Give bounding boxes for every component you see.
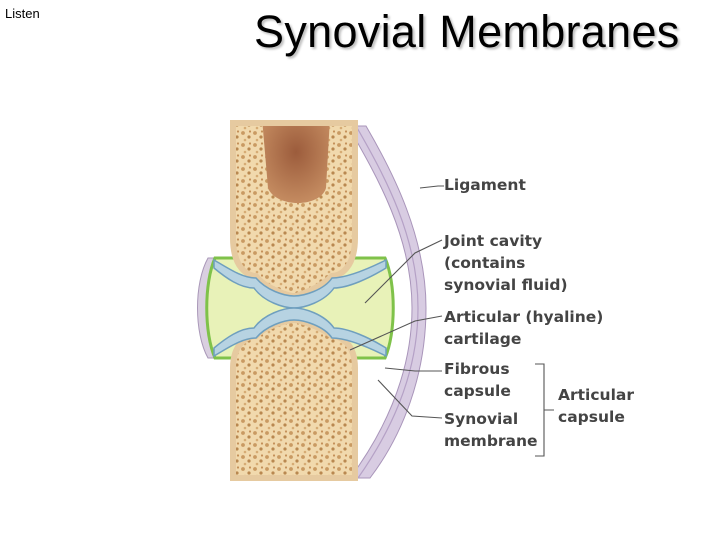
marrow-cavity [262, 123, 330, 203]
ligament [347, 125, 427, 479]
leader-synovial-membrane [377, 379, 443, 419]
label-ligament: Ligament [444, 176, 526, 194]
listen-button[interactable]: Listen [5, 6, 40, 21]
label-synovial-membrane: Synovial membrane [444, 410, 538, 450]
label-fibrous-capsule: Fibrous capsule [444, 360, 511, 400]
articular-capsule-bracket [535, 363, 554, 457]
articular-cartilage-bottom [213, 307, 387, 358]
label-articular-cartilage: Articular (hyaline) cartilage [444, 308, 604, 348]
leader-cartilage [349, 315, 443, 351]
page-title: Synovial Membranes [254, 6, 680, 57]
leader-fibrous-capsule [384, 367, 442, 372]
synovial-joint-diagram: Ligament Joint cavity (contains synovial… [180, 118, 660, 483]
leader-joint-cavity [364, 239, 443, 304]
leader-ligament [419, 185, 444, 189]
label-articular-capsule: Articular capsule [558, 386, 635, 426]
articular-cartilage-top [213, 258, 387, 309]
label-joint-cavity: Joint cavity (contains synovial fluid) [444, 232, 568, 294]
